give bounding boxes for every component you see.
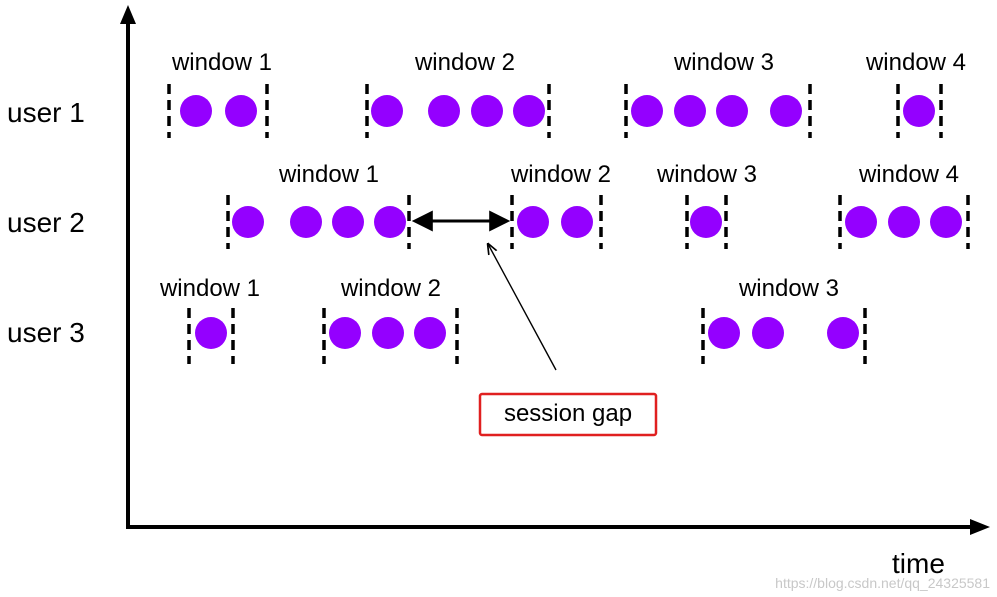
- session-gap-callout: session gap: [478, 392, 658, 437]
- event-dot: [770, 95, 802, 127]
- event-dot: [690, 206, 722, 238]
- user-label-3: user 3: [7, 317, 85, 348]
- window-label: window 3: [673, 49, 774, 76]
- event-dot: [225, 95, 257, 127]
- axes: time: [120, 5, 990, 579]
- event-dot: [845, 206, 877, 238]
- event-dot: [631, 95, 663, 127]
- events: [180, 95, 962, 349]
- window-label: window 1: [171, 49, 272, 76]
- event-dot: [332, 206, 364, 238]
- event-dot: [180, 95, 212, 127]
- event-dot: [708, 317, 740, 349]
- user-labels: user 1 user 2 user 3: [7, 97, 85, 348]
- event-dot: [232, 206, 264, 238]
- event-dot: [374, 206, 406, 238]
- window-label: window 3: [738, 275, 839, 302]
- callout-label: session gap: [504, 400, 632, 427]
- event-dot: [371, 95, 403, 127]
- window-label: window 1: [159, 275, 260, 302]
- x-axis-label: time: [892, 548, 945, 579]
- event-dot: [517, 206, 549, 238]
- event-dot: [471, 95, 503, 127]
- event-dot: [903, 95, 935, 127]
- x-axis-arrow-icon: [970, 519, 990, 535]
- event-dot: [716, 95, 748, 127]
- event-dot: [428, 95, 460, 127]
- event-dot: [827, 317, 859, 349]
- event-dot: [329, 317, 361, 349]
- callout-box: [478, 392, 658, 437]
- window-label: window 1: [278, 161, 379, 188]
- window-labels: window 1 window 2 window 3 window 4 wind…: [159, 49, 966, 302]
- event-dot: [372, 317, 404, 349]
- window-label: window 2: [340, 275, 441, 302]
- window-label: window 2: [510, 161, 611, 188]
- event-dot: [414, 317, 446, 349]
- window-label: window 4: [865, 49, 966, 76]
- event-dot: [888, 206, 920, 238]
- callout-pointer-arrow: [488, 244, 557, 371]
- event-dot: [513, 95, 545, 127]
- window-label: window 2: [414, 49, 515, 76]
- event-dot: [290, 206, 322, 238]
- event-dot: [561, 206, 593, 238]
- watermark-text: https://blog.csdn.net/qq_24325581: [775, 575, 990, 591]
- window-label: window 3: [656, 161, 757, 188]
- event-dot: [195, 317, 227, 349]
- user-label-2: user 2: [7, 207, 85, 238]
- event-dot: [752, 317, 784, 349]
- window-label: window 4: [858, 161, 959, 188]
- event-dot: [674, 95, 706, 127]
- y-axis-arrow-icon: [120, 5, 136, 24]
- user-label-1: user 1: [7, 97, 85, 128]
- event-dot: [930, 206, 962, 238]
- window-boundaries: [167, 84, 970, 364]
